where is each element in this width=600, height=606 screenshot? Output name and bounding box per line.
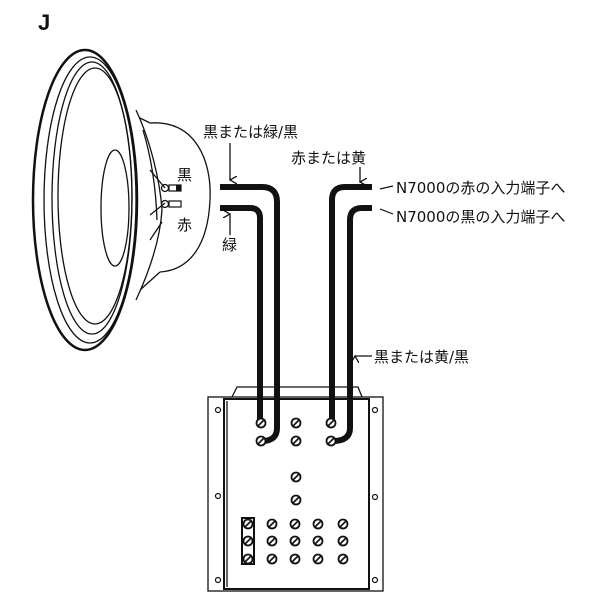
screw-slot xyxy=(257,419,265,427)
wire-left-inner xyxy=(220,205,263,423)
screw-slot xyxy=(292,496,300,504)
terminal-black-label: 黒 xyxy=(177,166,192,184)
leader-line xyxy=(379,185,394,190)
screw-slot xyxy=(244,520,252,528)
screw-slot xyxy=(291,520,299,528)
left-top-wire-label: 黒または緑/黒 xyxy=(203,123,298,141)
right-body-wire-label: 黒または黄/黒 xyxy=(374,348,469,366)
screw-slot xyxy=(292,437,300,445)
screw-slot xyxy=(291,555,299,563)
screw-slot xyxy=(339,520,347,528)
screw-slot xyxy=(244,555,252,563)
wire-right-inner xyxy=(332,205,372,444)
screw-slot xyxy=(314,555,322,563)
screw-slot xyxy=(291,537,299,545)
wire-right-outer xyxy=(329,184,372,423)
screw-slot xyxy=(268,555,276,563)
wire-left-outer xyxy=(220,184,280,444)
leader-line xyxy=(379,208,394,215)
figure-letter: J xyxy=(38,10,50,35)
speaker-illustration xyxy=(31,48,211,352)
crossover-network-box xyxy=(207,386,384,592)
screw-slot xyxy=(268,537,276,545)
left-bottom-wire-label: 緑 xyxy=(222,236,237,254)
screw-slot xyxy=(292,473,300,481)
screw-slot xyxy=(244,537,252,545)
screw-slot xyxy=(314,537,322,545)
terminal-red xyxy=(160,199,170,209)
screw-slot xyxy=(314,520,322,528)
screw-slot xyxy=(292,419,300,427)
terminal-red-label: 赤 xyxy=(177,216,192,234)
screw-slot xyxy=(327,437,335,445)
screw-terminals xyxy=(242,417,349,565)
wires xyxy=(220,184,372,444)
screw-slot xyxy=(339,555,347,563)
screw-slot xyxy=(339,537,347,545)
screw-slot xyxy=(257,437,265,445)
red-input-destination: N7000の赤の入力端子へ xyxy=(396,179,565,197)
screw-slot xyxy=(268,520,276,528)
right-top-wire-label: 赤または黄 xyxy=(291,149,366,167)
screw-slot xyxy=(327,419,335,427)
black-input-destination: N7000の黒の入力端子へ xyxy=(396,208,565,226)
